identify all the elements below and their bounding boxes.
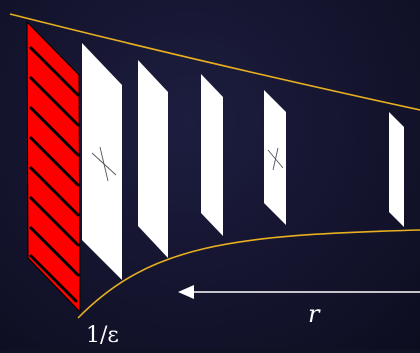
plate-face [82, 43, 122, 280]
plate-face [201, 74, 223, 236]
plate-face [389, 112, 404, 227]
hatched-wall-face [26, 20, 81, 314]
hatch-line [29, 46, 80, 97]
plate-face [138, 60, 168, 258]
plate-1 [82, 43, 122, 280]
plate-mark [272, 147, 279, 171]
hatch-line [29, 226, 80, 277]
distance-arrow [178, 285, 420, 299]
arrow-head [178, 285, 194, 299]
plate-2 [138, 60, 168, 258]
plate-5 [389, 112, 404, 227]
plate-4 [264, 90, 286, 225]
label-inverse-epsilon: 1/ε [86, 323, 119, 348]
hatch-lines [29, 46, 80, 303]
envelope-top-curve [9, 13, 420, 111]
plate-face [264, 90, 286, 225]
label-r: r [308, 300, 321, 328]
hatch-line [29, 106, 80, 157]
hatch-line [29, 76, 80, 127]
envelope [9, 13, 420, 319]
hatch-line [29, 166, 80, 217]
plate-mark [99, 146, 109, 182]
plate-3 [201, 74, 223, 236]
hatch-line [29, 196, 80, 247]
envelope-bottom-curve [77, 229, 420, 319]
hatch-line [29, 136, 80, 187]
hatched-wall [26, 20, 81, 314]
plates [82, 43, 404, 280]
hatch-line [29, 254, 78, 303]
